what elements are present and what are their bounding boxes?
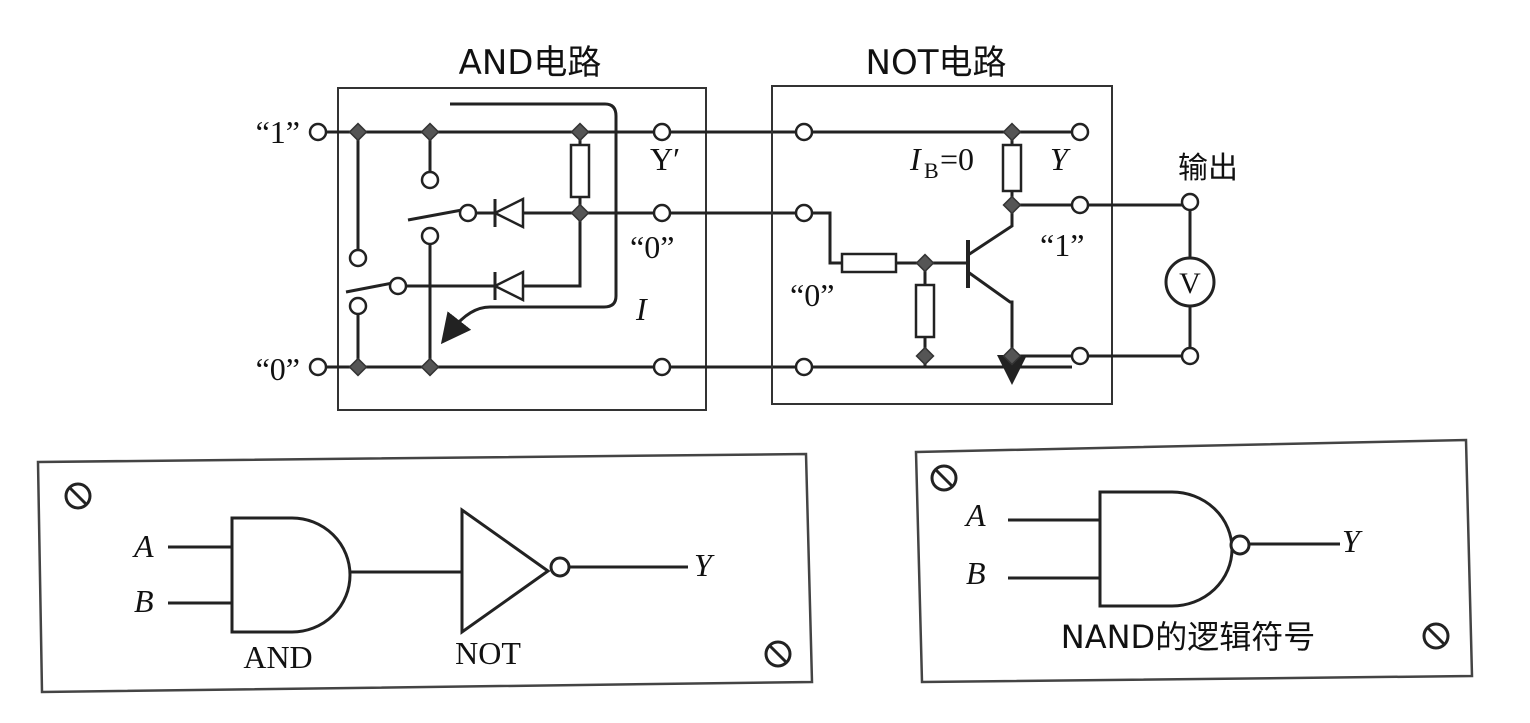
and-output-value: “0” (630, 229, 674, 265)
voltmeter (1164, 256, 1216, 308)
pullup-resistor (569, 143, 591, 199)
input-a-label: A (964, 497, 986, 533)
npn-transistor (966, 205, 1027, 385)
input-a-label: A (132, 528, 154, 564)
not-circuit-box (771, 85, 1113, 405)
input-low-label: “0” (256, 351, 300, 387)
not-circuit (771, 85, 1113, 405)
input-b-label: B (966, 555, 986, 591)
nand-caption: NAND的逻辑符号 (1061, 618, 1315, 656)
and-gate-label: AND (243, 639, 312, 675)
and-circuit (308, 87, 707, 411)
and-circuit-box (337, 87, 707, 411)
and-circuit-title: AND电路 (459, 43, 602, 83)
ib-label: I B =0 (909, 141, 974, 183)
screw-icon (764, 640, 792, 668)
nand-gate (1098, 490, 1234, 608)
bias-resistor (914, 283, 936, 339)
svg-text:=0: =0 (940, 141, 974, 177)
input-b-label: B (134, 583, 154, 619)
svg-text:I: I (909, 141, 922, 177)
current-label: I (635, 291, 648, 327)
not-circuit-title: NOT电路 (866, 43, 1007, 83)
output-y-label: Y (1342, 523, 1363, 559)
and-gate (230, 516, 352, 634)
and-not-panel: A B Y AND NOT (36, 452, 814, 694)
current-arrow (440, 102, 618, 345)
screw-icon (64, 482, 92, 510)
not-gate-label: NOT (455, 635, 521, 671)
collector-resistor (1001, 143, 1023, 193)
input-high-label: “1” (256, 114, 300, 150)
y-prime-label: Y′ (650, 141, 680, 177)
not-gate (460, 507, 551, 635)
voltmeter-label: V (1179, 267, 1201, 300)
svg-text:B: B (924, 158, 939, 183)
base-value-label: “0” (790, 277, 834, 313)
output-label: 输出 (1178, 151, 1238, 186)
screw-icon (1422, 622, 1450, 650)
output-y-label: Y (694, 547, 715, 583)
screw-icon (930, 464, 958, 492)
base-resistor (840, 252, 898, 274)
output-value-label: “1” (1040, 227, 1084, 263)
y-label: Y (1050, 141, 1071, 177)
nand-panel: A B Y NAND的逻辑符号 (914, 438, 1474, 684)
